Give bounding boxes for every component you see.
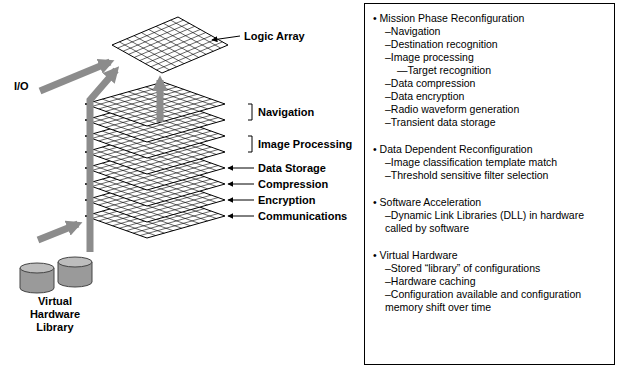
list-item: • Data Dependent Reconfiguration — [373, 143, 606, 156]
grid-line — [120, 94, 182, 116]
part-label: Compression — [258, 178, 328, 191]
grid-line — [126, 97, 204, 119]
grid-line — [102, 99, 164, 121]
list-item: –Destination recognition — [385, 38, 606, 51]
grid-line — [133, 99, 211, 121]
grid-line — [137, 89, 199, 111]
grid-line — [118, 20, 184, 48]
grid-line — [129, 26, 195, 54]
part-label: Encryption — [258, 194, 315, 207]
leader-lines — [212, 36, 254, 216]
grid-line — [113, 92, 191, 114]
list-item: • Mission Phase Reconfiguration — [373, 12, 606, 25]
list-item: –Data encryption — [385, 90, 606, 103]
part-label: Communications — [258, 210, 347, 223]
list-item: –Threshold sensitive filter selection — [385, 169, 606, 182]
disk-top — [20, 263, 54, 273]
grid-line — [146, 87, 208, 109]
grid-line — [163, 23, 213, 51]
leader-line — [228, 168, 254, 169]
list-item: • Virtual Hardware — [373, 249, 606, 262]
bracket — [248, 136, 252, 152]
library-to-stack-arrow — [38, 224, 78, 240]
list-item: –Data compression — [385, 77, 606, 90]
list-item: –Transient data storage — [385, 116, 606, 129]
grid-line — [99, 87, 177, 109]
list-item: –Configuration available and configurati… — [385, 288, 606, 314]
grid-line — [151, 39, 217, 67]
grid-line — [171, 20, 221, 48]
part-label: Logic Array — [244, 30, 305, 43]
grid-line — [123, 23, 189, 51]
list-item: –Navigation — [385, 25, 606, 38]
list-item: • Software Acceleration — [373, 196, 606, 209]
grid-outline — [85, 82, 225, 126]
grid-line — [106, 89, 184, 111]
bracket — [248, 104, 252, 120]
list-item: –Stored “library” of configurations — [385, 262, 606, 275]
grid-line — [134, 29, 200, 57]
grid-line — [134, 36, 184, 64]
part-label: Navigation — [258, 106, 314, 119]
part-label: Data Storage — [258, 162, 326, 175]
grid-line — [145, 36, 211, 64]
grid-line — [119, 42, 169, 70]
list-item: –Dynamic Link Libraries (DLL) in hardwar… — [385, 209, 606, 235]
list-item: –Image classification template match — [385, 156, 606, 169]
grid-line — [140, 33, 206, 61]
grid-line — [154, 84, 216, 106]
flow-arrows — [38, 62, 116, 252]
grid-line — [140, 102, 218, 124]
function-layer — [85, 82, 225, 126]
feature-list-box: • Mission Phase Reconfiguration–Navigati… — [364, 3, 615, 365]
stack-arrow — [157, 80, 164, 122]
grid-line — [111, 97, 173, 119]
grid-outline — [112, 17, 228, 73]
grid-line — [149, 29, 199, 57]
leader-line — [228, 184, 254, 185]
library-disks — [20, 257, 92, 293]
part-label: Virtual Hardware Library — [22, 295, 88, 334]
grid-line — [156, 42, 222, 70]
list-item: –Image processing — [385, 51, 606, 64]
part-label: I/O — [14, 80, 29, 93]
part-label: Image Processing — [258, 138, 352, 151]
grid-line — [141, 33, 191, 61]
list-item: –Radio waveform generation — [385, 103, 606, 116]
list-item: —Target recognition — [397, 64, 606, 77]
layer-stack — [85, 17, 228, 238]
grid-line — [156, 26, 206, 54]
list-item: –Hardware caching — [385, 275, 606, 288]
leader-line — [212, 36, 240, 40]
grid-line — [94, 102, 156, 124]
leader-line — [228, 216, 254, 217]
grid-line — [127, 39, 177, 67]
disk-top — [58, 257, 92, 267]
library-arrow — [90, 70, 116, 252]
logic-array-grid — [112, 17, 228, 73]
leader-line — [228, 200, 254, 201]
